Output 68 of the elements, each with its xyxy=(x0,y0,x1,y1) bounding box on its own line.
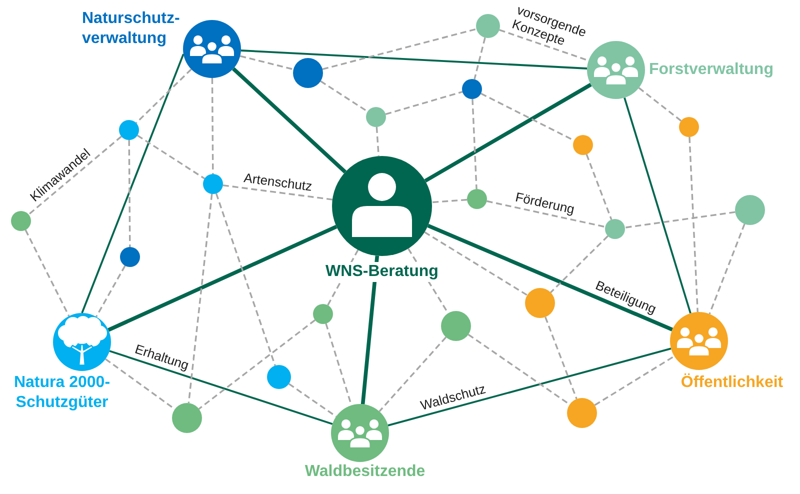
dashed-connector xyxy=(486,200,606,228)
dashed-connector xyxy=(424,231,528,296)
network-dot xyxy=(679,117,699,137)
connector-line xyxy=(360,256,380,404)
node-label: Öffentlichkeit xyxy=(680,373,784,393)
dashed-connector xyxy=(136,68,192,124)
dashed-connector xyxy=(128,140,131,247)
network-dot xyxy=(203,174,223,194)
network-dot xyxy=(441,311,471,341)
dashed-connector xyxy=(550,235,608,294)
network-dot xyxy=(525,288,555,318)
dashed-connector xyxy=(499,29,589,62)
connector-line xyxy=(388,348,672,426)
dashed-connector xyxy=(24,230,70,316)
network-dot xyxy=(366,107,386,127)
connector-line xyxy=(427,224,674,332)
connector-line xyxy=(108,224,338,332)
dashed-connector xyxy=(198,319,316,410)
dashed-connector xyxy=(624,211,736,228)
node-label: Forstverwaltung xyxy=(649,60,774,80)
network-dot xyxy=(293,58,323,88)
network-dot xyxy=(462,79,482,99)
connector-line xyxy=(232,67,347,174)
network-dot xyxy=(573,135,593,155)
node-label: Natura 2000- Schutzgüter xyxy=(12,373,112,413)
network-dot xyxy=(735,195,765,225)
dashed-connector xyxy=(215,193,276,366)
connector-line xyxy=(240,50,588,70)
dashed-connector xyxy=(474,37,486,80)
network-dot xyxy=(172,403,202,433)
dashed-connector xyxy=(472,98,478,190)
network-dot xyxy=(567,398,597,428)
connector-line xyxy=(424,82,592,183)
dashed-connector xyxy=(385,90,463,116)
dashed-connector xyxy=(188,194,213,404)
connector-line xyxy=(81,54,184,314)
dashed-connector xyxy=(378,336,447,412)
dashed-connector xyxy=(211,78,214,174)
network-dot xyxy=(476,14,500,38)
dashed-connector xyxy=(288,383,337,418)
network-dot xyxy=(11,211,31,231)
node-label: Waldbesitzende xyxy=(304,462,426,482)
network-dot xyxy=(467,189,487,209)
network-dot xyxy=(605,219,625,239)
dashed-connector xyxy=(320,80,368,112)
network-dot xyxy=(313,304,333,324)
dashed-connector xyxy=(688,136,698,312)
dashed-connector xyxy=(638,87,682,122)
connector-line xyxy=(109,350,333,425)
dashed-connector xyxy=(28,136,122,216)
network-dot xyxy=(267,365,291,389)
dashed-connector xyxy=(136,134,206,180)
connector-line xyxy=(624,97,692,314)
dashed-connector xyxy=(322,28,477,70)
dashed-connector xyxy=(96,265,126,318)
dashed-connector xyxy=(240,55,294,70)
dashed-connector xyxy=(586,154,612,220)
dashed-connector xyxy=(594,355,675,406)
dashed-connector xyxy=(480,92,574,142)
dashed-connector xyxy=(432,198,468,204)
network-dot xyxy=(119,120,139,140)
dashed-connector xyxy=(708,224,746,314)
network-dot xyxy=(120,247,140,267)
dashed-connector xyxy=(544,316,578,400)
dashed-connector xyxy=(376,126,380,156)
dashed-connector xyxy=(222,184,333,200)
node-label: Naturschutz- verwaltung xyxy=(82,9,181,49)
dashed-connector xyxy=(468,334,570,406)
